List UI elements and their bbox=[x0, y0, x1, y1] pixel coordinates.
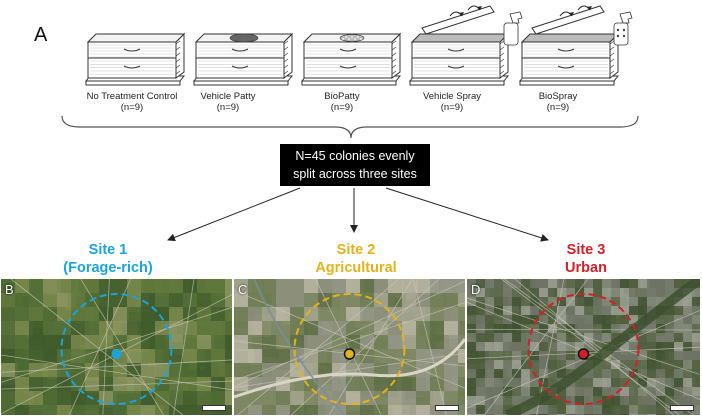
site-map-2: C bbox=[234, 279, 465, 415]
summary-line-1: N=45 colonies evenly bbox=[295, 149, 415, 163]
foraging-radius-circle bbox=[527, 293, 640, 405]
hive-4 bbox=[408, 5, 523, 86]
treatment-n: (n=9) bbox=[216, 102, 240, 113]
map-panel-label: C bbox=[238, 282, 248, 297]
treatment-n: (n=9) bbox=[440, 102, 464, 113]
site-map-1: B bbox=[1, 279, 232, 415]
treatment-n: (n=9) bbox=[330, 102, 354, 113]
colony-summary-box: N=45 colonies evenly split across three … bbox=[280, 144, 430, 186]
panel-a-label: A bbox=[34, 24, 48, 46]
map-panel-label: B bbox=[5, 282, 14, 297]
hive-illustrations bbox=[84, 5, 633, 86]
hive-2 bbox=[192, 32, 294, 86]
apiary-location-marker bbox=[343, 348, 356, 360]
treatment-name: Vehicle Spray bbox=[422, 91, 482, 102]
treatment-label-5: BioSpray(n=9) bbox=[498, 91, 618, 113]
treatment-name: BioSpray bbox=[538, 91, 578, 102]
site-subtitle: (Forage-rich) bbox=[63, 260, 153, 276]
site-arrow-3 bbox=[385, 187, 549, 242]
map-scale-bar bbox=[202, 405, 226, 411]
treatment-name: Vehicle Patty bbox=[200, 91, 256, 102]
treatment-label-3: BioPatty(n=9) bbox=[282, 91, 402, 113]
hive-3 bbox=[300, 32, 402, 86]
treatment-name: No Treatment Control bbox=[86, 91, 178, 102]
hive-1 bbox=[84, 32, 186, 86]
site-subtitle: Agricultural bbox=[315, 260, 397, 276]
satellite-map bbox=[467, 279, 700, 415]
treatment-label-4: Vehicle Spray(n=9) bbox=[392, 91, 512, 113]
site-map-3: D bbox=[467, 279, 700, 415]
satellite-map bbox=[234, 279, 465, 415]
foraging-radius-circle bbox=[293, 293, 406, 405]
site-title: Site 1 bbox=[88, 242, 128, 258]
treatment-n: (n=9) bbox=[120, 102, 144, 113]
site-title: Site 2 bbox=[336, 242, 376, 258]
site-subtitle: Urban bbox=[565, 260, 607, 276]
site-arrow-1 bbox=[167, 187, 301, 242]
site-label-3: Site 3 Urban bbox=[501, 241, 671, 277]
summary-line-2: split across three sites bbox=[293, 167, 417, 181]
hive-5 bbox=[518, 5, 633, 86]
treatment-n: (n=9) bbox=[546, 102, 570, 113]
grouping-brace bbox=[61, 115, 639, 139]
site-title: Site 3 bbox=[566, 242, 606, 258]
treatment-label-1: No Treatment Control(n=9) bbox=[72, 91, 192, 113]
map-panel-label: D bbox=[471, 282, 481, 297]
treatment-label-2: Vehicle Patty(n=9) bbox=[168, 91, 288, 113]
map-scale-bar bbox=[435, 405, 459, 411]
satellite-map bbox=[1, 279, 232, 415]
apiary-location-marker bbox=[111, 349, 122, 359]
map-scale-bar bbox=[670, 405, 694, 411]
site-label-1: Site 1 (Forage-rich) bbox=[23, 241, 193, 277]
apiary-location-marker bbox=[577, 348, 590, 360]
foraging-radius-circle bbox=[60, 293, 173, 405]
site-label-2: Site 2 Agricultural bbox=[271, 241, 441, 277]
treatment-name: BioPatty bbox=[324, 91, 360, 102]
